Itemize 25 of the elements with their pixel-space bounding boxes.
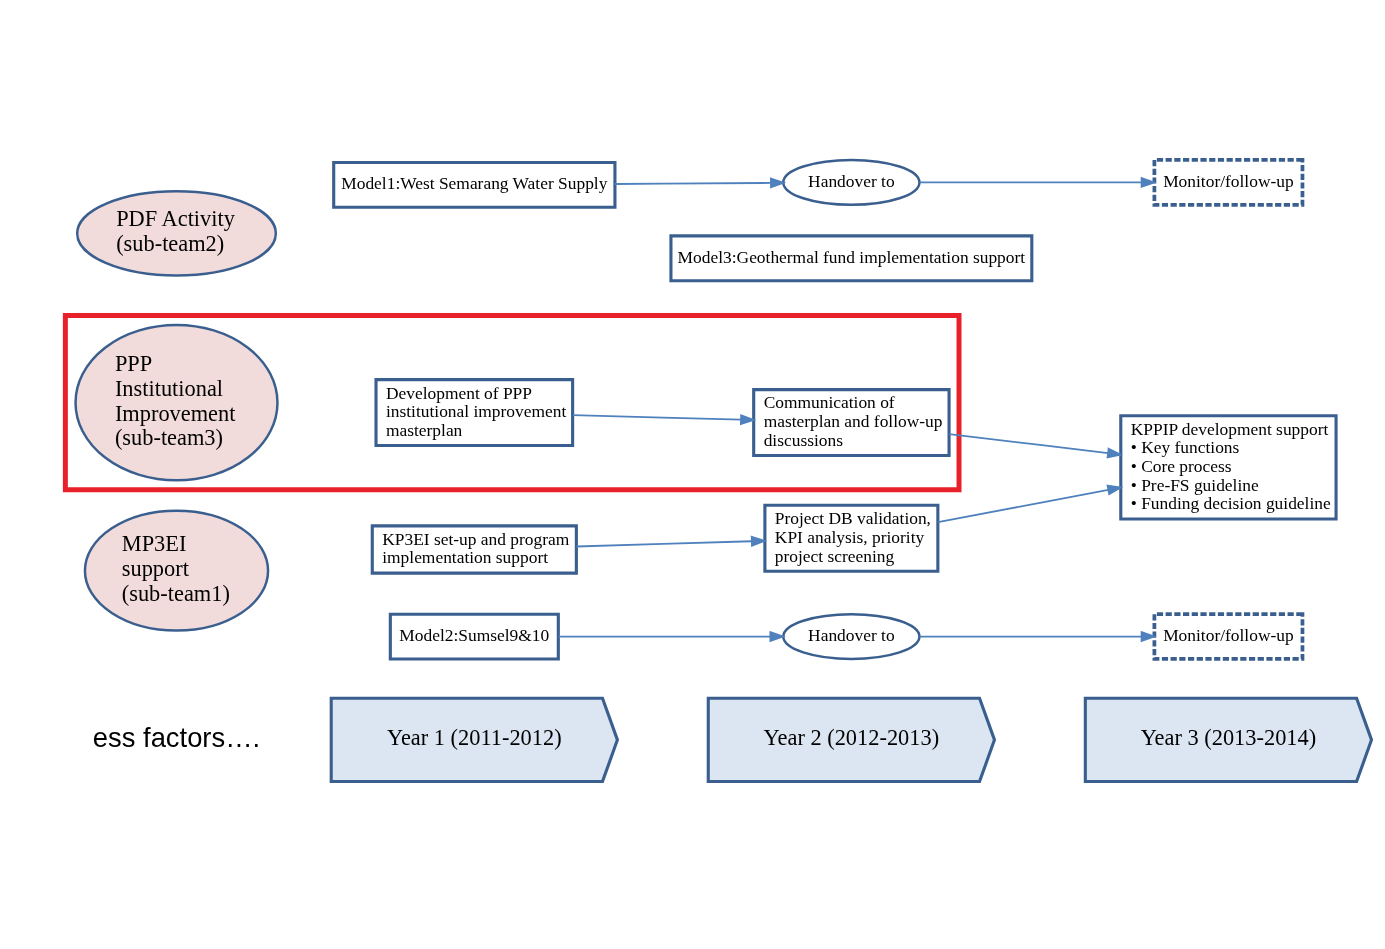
node-box: Project DB validation, KPI analysis, priority project screening bbox=[763, 503, 940, 573]
node-box: Model2:Sumsel9&10 bbox=[388, 612, 560, 661]
arrow bbox=[937, 484, 1124, 524]
arrow bbox=[557, 630, 786, 643]
node-ellipse: PDF Activity (sub-team2) bbox=[75, 190, 278, 277]
node-ellipse: Handover to bbox=[782, 612, 921, 661]
node-ellipse: PPP Institutional Improvement (sub-team3) bbox=[74, 323, 279, 482]
arrow bbox=[948, 433, 1124, 459]
label: ess factors…. bbox=[92, 721, 261, 753]
node-box: KPPIP development support • Key functions • Core process • Pre-FS guideline • Funding decision guideline bbox=[1119, 414, 1338, 521]
node-box: Model3:Geothermal fund implementation support bbox=[669, 234, 1034, 283]
node-ellipse: MP3EI support (sub-team1) bbox=[83, 509, 270, 632]
arrow bbox=[918, 630, 1157, 643]
arrow bbox=[918, 176, 1157, 189]
node-ellipse: Handover to bbox=[782, 158, 921, 207]
node-box: Monitor/follow-up bbox=[1152, 158, 1305, 207]
node-box: Model1:West Semarang Water Supply bbox=[332, 160, 617, 209]
node-box: KP3EI set-up and program implementation support bbox=[370, 524, 578, 575]
node-box: Communication of masterplan and follow-up discussions bbox=[752, 388, 951, 458]
cluster bbox=[62, 313, 962, 493]
arrow bbox=[575, 535, 768, 548]
node-box: Monitor/follow-up bbox=[1152, 612, 1305, 661]
arrow bbox=[572, 413, 757, 426]
arrow bbox=[614, 177, 787, 189]
node-box: Development of PPP institutional improvement masterplan bbox=[374, 378, 575, 448]
